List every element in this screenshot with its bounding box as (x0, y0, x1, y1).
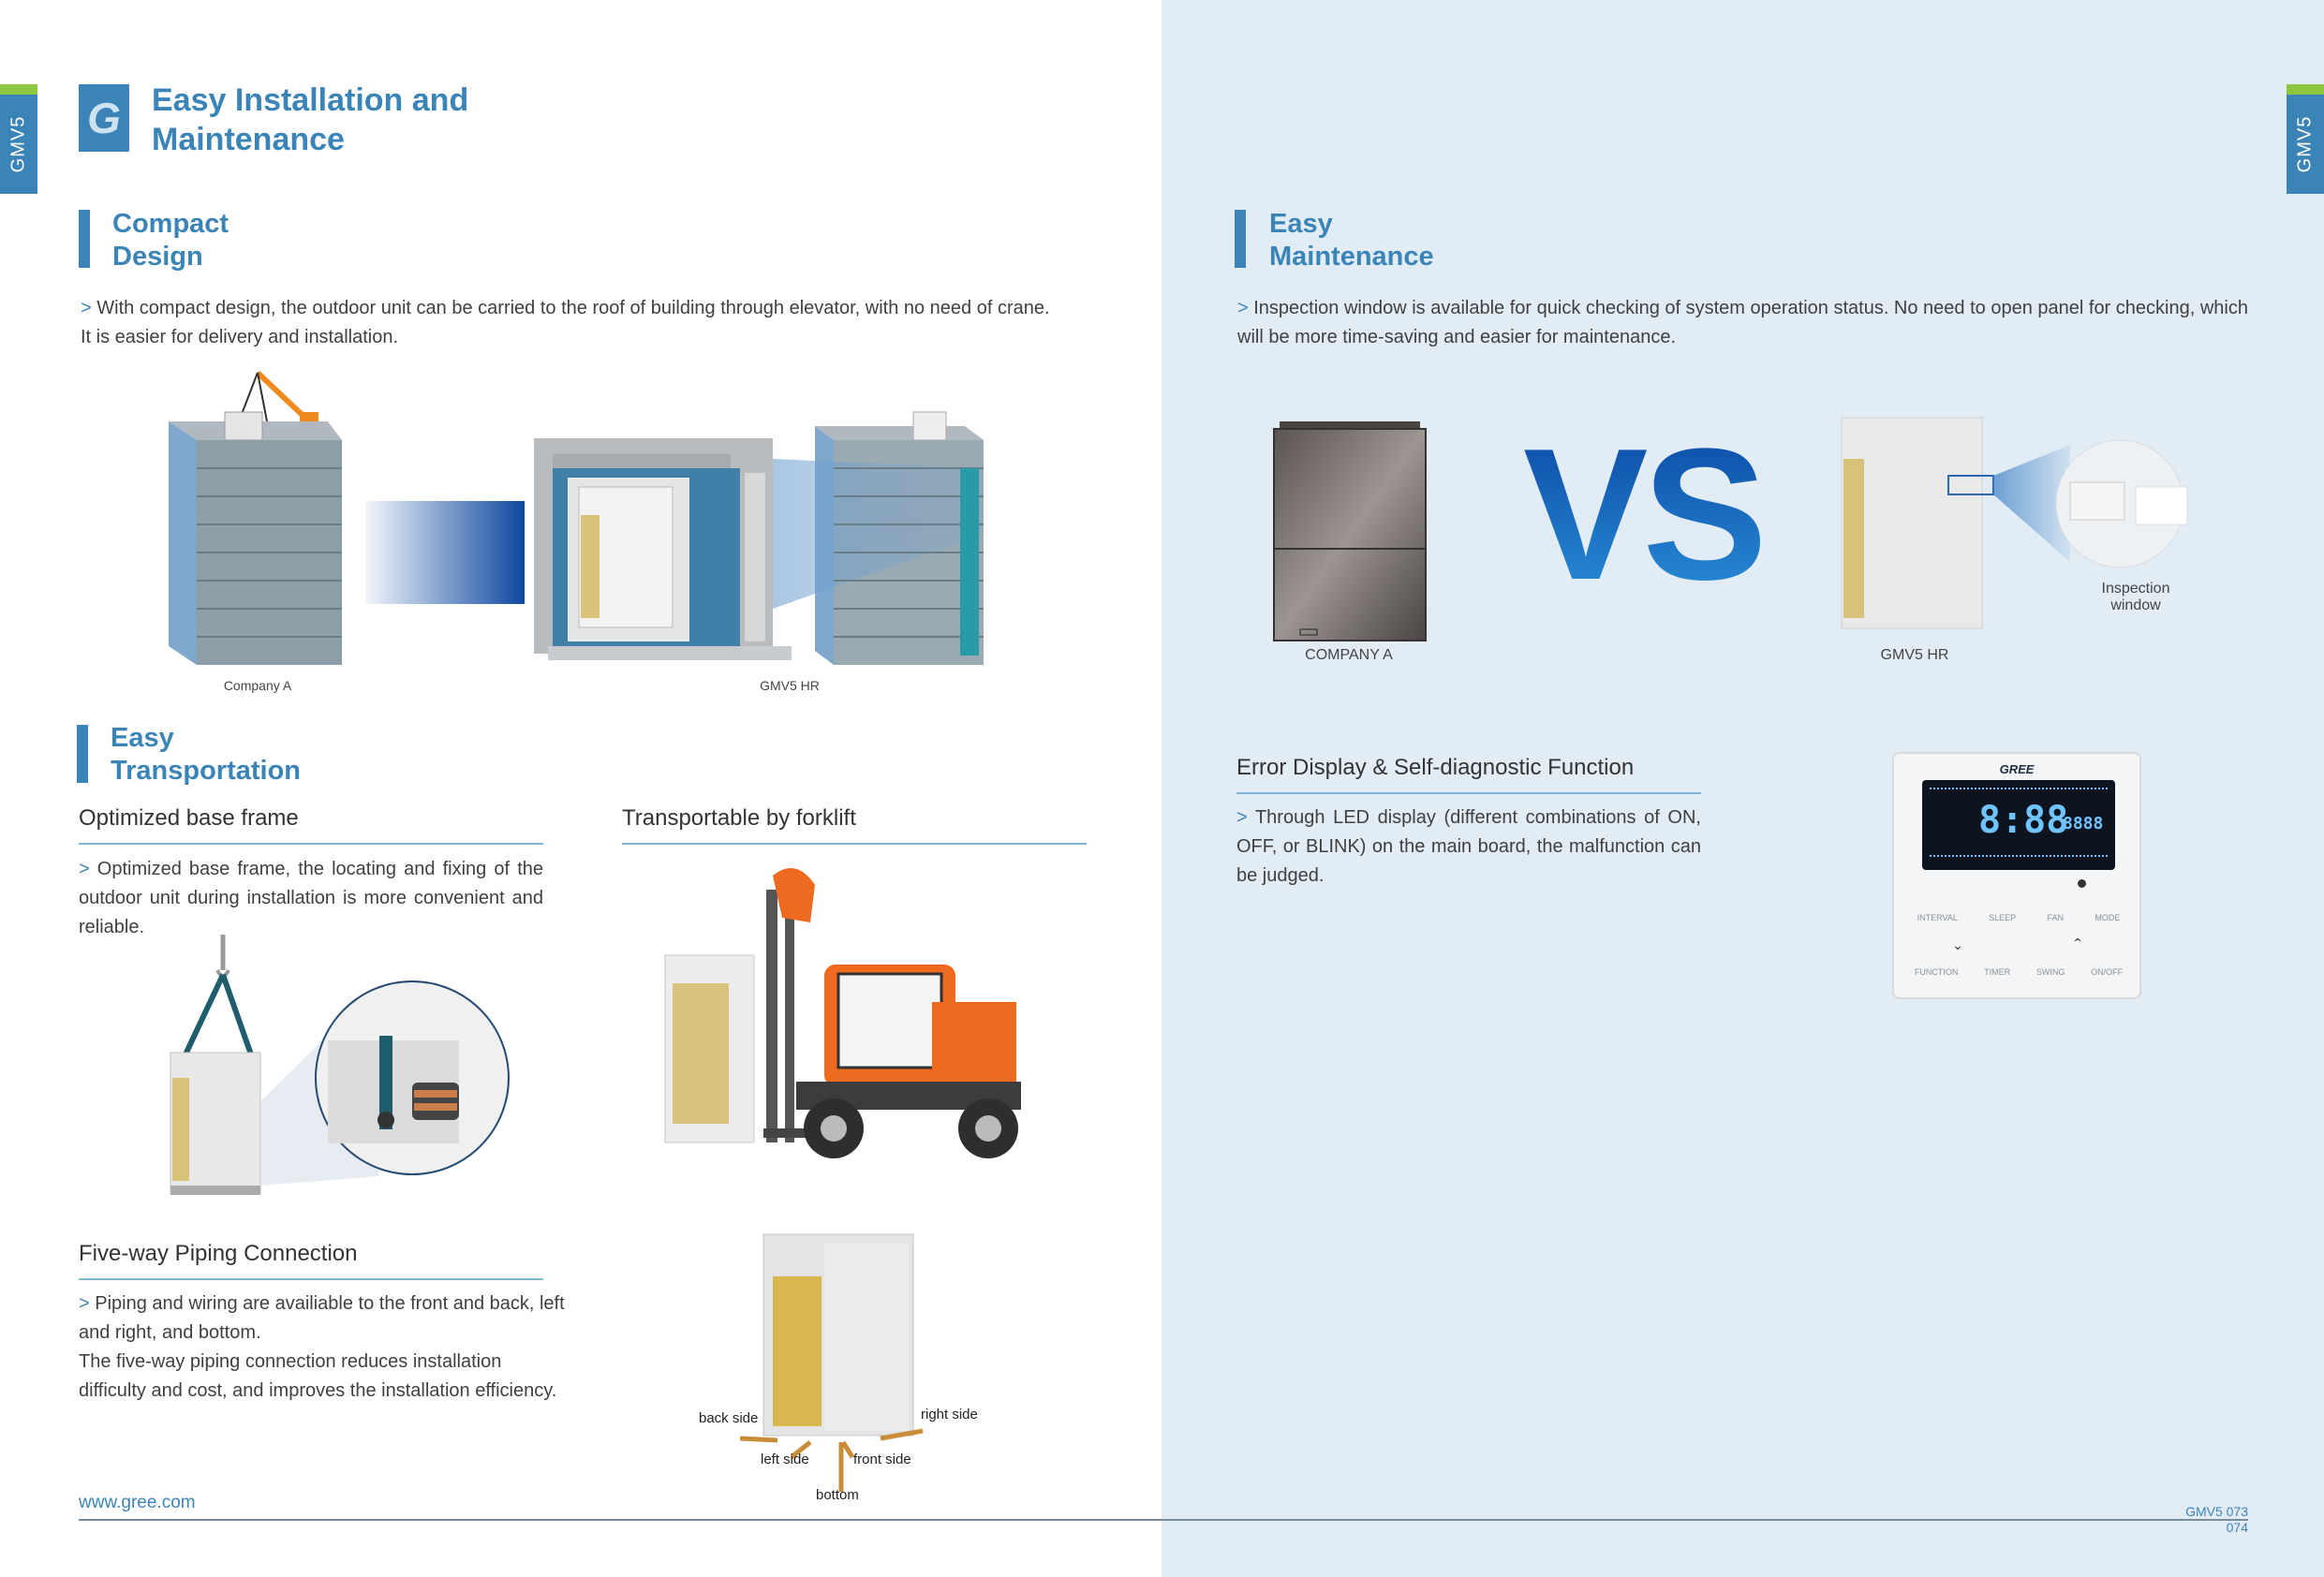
page-title-line2: Maintenance (152, 122, 345, 157)
compact-design-illustration (169, 370, 984, 665)
bullet-icon: > (79, 859, 90, 879)
controller-buttons-row1: INTERVAL SLEEP FAN MODE (1902, 913, 2136, 922)
side-tab-label: GMV5 (7, 115, 29, 173)
forklift-icon (763, 868, 1021, 1158)
page-number: GMV5 073 074 (2117, 1504, 2248, 1536)
caption-company-a: Company A (223, 678, 292, 693)
bullet-icon: > (1237, 298, 1249, 318)
forklift-title: Transportable by forklift (622, 805, 1087, 845)
page-title: Easy Installation and Maintenance (152, 81, 468, 159)
outdoor-unit-icon (664, 954, 755, 1143)
arrow-gradient-block (365, 501, 525, 604)
btn-swing[interactable]: SWING (2035, 967, 2065, 977)
transport-title-line1: Easy (111, 723, 174, 753)
btn-timer[interactable]: TIMER (1984, 967, 2011, 977)
maintenance-title-line2: Maintenance (1269, 242, 1434, 272)
page-number-line2: 074 (2226, 1520, 2248, 1535)
base-frame-text: > Optimized base frame, the locating and… (79, 855, 543, 942)
inspection-line1: Inspection (2101, 581, 2170, 597)
maintenance-title-line1: Easy (1269, 209, 1333, 239)
label-left-side: left side (761, 1452, 809, 1467)
logo-letter: G (87, 94, 121, 142)
maintenance-text-content: Inspection window is available for quick… (1237, 298, 2248, 347)
footer-divider (79, 1519, 2248, 1521)
building-company-a-icon (169, 411, 342, 665)
btn-function[interactable]: FUNCTION (1914, 967, 1959, 977)
indicator-led-icon (2078, 879, 2086, 888)
bullet-icon: > (79, 1293, 90, 1314)
compact-title-line2: Design (112, 242, 203, 272)
caption-inspection-window: Inspection window (2089, 581, 2183, 614)
lcd-digits-small: 8888 (2063, 814, 2104, 833)
lcd-digits: 8:88 (1978, 799, 2069, 842)
error-display-text: > Through LED display (different combina… (1236, 803, 1701, 891)
company-a-unit-icon (1273, 421, 1427, 641)
page-title-line1: Easy Installation and (152, 82, 469, 118)
outdoor-unit-icon (170, 1052, 261, 1195)
caption-company-a: COMPANY A (1305, 647, 1393, 663)
label-front-side: front side (853, 1452, 911, 1467)
bullet-icon: > (1236, 807, 1248, 828)
btn-on-off[interactable]: ON/OFF (2091, 967, 2124, 977)
chevron-up-icon[interactable]: ⌃ (2072, 936, 2083, 951)
compact-text-line2: It is easier for delivery and installati… (81, 327, 399, 347)
chevron-down-icon[interactable]: ⌄ (1952, 937, 1963, 952)
btn-fan[interactable]: FAN (2047, 913, 2065, 922)
easy-transportation-title: Easy Transportation (111, 722, 301, 788)
lcd-icon-row (1930, 788, 2108, 795)
label-bottom: bottom (816, 1487, 859, 1503)
compact-text-line1: With compact design, the outdoor unit ca… (96, 298, 1050, 318)
error-text-content: Through LED display (different combinati… (1236, 807, 1701, 886)
transport-title-line2: Transportation (111, 756, 302, 786)
controller-buttons-row2: FUNCTION TIMER SWING ON/OFF (1902, 967, 2136, 977)
lcd-icon-row (1930, 855, 2108, 862)
easy-maintenance-text: > Inspection window is available for qui… (1237, 294, 2249, 352)
inspection-line2: window (2110, 597, 2161, 613)
btn-interval[interactable]: INTERVAL (1917, 913, 1958, 922)
error-display-title: Error Display & Self-diagnostic Function (1236, 755, 1701, 794)
label-back-side: back side (699, 1410, 759, 1426)
forklift-illustration (664, 868, 1021, 1158)
section-bar (77, 725, 88, 783)
btn-sleep[interactable]: SLEEP (1989, 913, 2017, 922)
side-tab-label: GMV5 (2294, 115, 2316, 173)
vs-text: VS (1523, 410, 1768, 619)
page-number-line1: GMV5 073 (2185, 1504, 2248, 1519)
base-frame-title: Optimized base frame (79, 805, 543, 845)
compact-title-line1: Compact (112, 209, 229, 239)
controller-lcd-display: 8:88 8888 (1922, 780, 2115, 870)
crane-icon (238, 370, 318, 429)
caption-gmv5-hr: GMV5 HR (760, 678, 820, 693)
controller-brand: GREE (1999, 762, 2035, 776)
side-tab-left: GMV5 (0, 84, 37, 194)
gree-logo-icon: G (79, 84, 129, 152)
five-way-piping-text: > Piping and wiring are availiable to th… (79, 1290, 566, 1406)
wired-controller-panel: GREE 8:88 8888 INTERVAL SLEEP FAN MODE ⌄… (1892, 752, 2141, 999)
base-frame-illustration (170, 935, 510, 1195)
base-frame-text-content: Optimized base frame, the locating and f… (79, 859, 543, 937)
section-bar (1235, 210, 1246, 268)
btn-mode[interactable]: MODE (2095, 913, 2121, 922)
caption-gmv5-hr: GMV5 HR (1880, 647, 1949, 663)
easy-maintenance-title: Easy Maintenance (1269, 208, 1434, 273)
compact-design-title: Compact Design (112, 208, 229, 273)
outdoor-unit-icon (762, 1233, 914, 1437)
five-way-piping-title: Five-way Piping Connection (79, 1241, 543, 1280)
elevator-icon (534, 438, 792, 660)
zoom-circle-icon (315, 980, 510, 1175)
footer-url-link[interactable]: www.gree.com (79, 1493, 196, 1512)
building-gmv5-hr-icon (773, 411, 984, 665)
bullet-icon: > (81, 298, 92, 318)
label-right-side: right side (921, 1407, 978, 1422)
lifting-hook-icon (183, 935, 254, 1056)
section-bar (79, 210, 90, 268)
five-way-piping-illustration (739, 1233, 924, 1492)
piping-text-line2: The five-way piping connection reduces i… (79, 1351, 557, 1401)
piping-text-line1: Piping and wiring are availiable to the … (79, 1293, 565, 1343)
side-tab-right: GMV5 (2287, 84, 2324, 194)
pipe-icon (739, 1428, 924, 1492)
compact-design-text: > With compact design, the outdoor unit … (81, 294, 1148, 352)
gmv5-hr-unit-icon (1841, 417, 2188, 629)
